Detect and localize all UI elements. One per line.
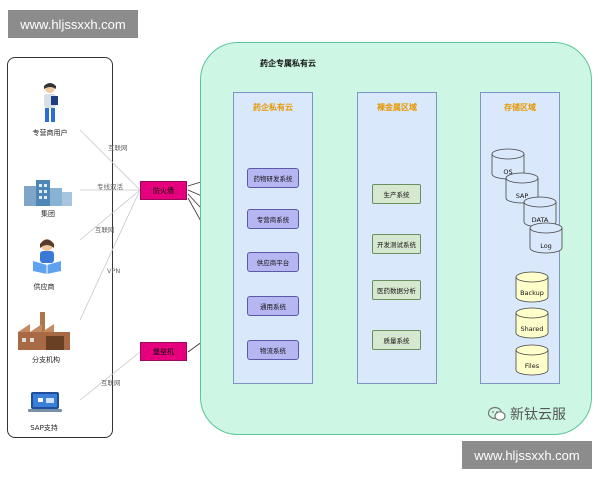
bastion-host-node: 堡垒机 xyxy=(140,342,187,361)
storage-os: OS xyxy=(503,168,513,176)
system-dealer: 专营商系统 xyxy=(247,209,299,229)
system-pharma-analytics: 医药数据分析 xyxy=(372,280,421,300)
brand-mark: 新钛云服 xyxy=(488,404,566,424)
zone-private-cloud xyxy=(233,92,313,384)
system-general: 通用系统 xyxy=(247,296,299,316)
link-label-internet-1: 互联网 xyxy=(108,144,128,152)
link-label-vpn: VPN xyxy=(107,267,121,275)
watermark-bottom: www.hljssxxh.com xyxy=(462,441,592,469)
storage-cylinders xyxy=(491,148,563,376)
cloud-title: 药企专属私有云 xyxy=(260,59,316,68)
user-label-supplier: 供应商 xyxy=(33,283,55,291)
storage-shared: Shared xyxy=(520,325,544,333)
group-building-icon xyxy=(24,180,72,206)
sap-laptop-icon xyxy=(28,392,62,412)
system-production: 生产系统 xyxy=(372,184,421,204)
supplier-reader-icon xyxy=(33,239,61,274)
system-devtest: 开发测试系统 xyxy=(372,234,421,254)
zone-baremetal-title: 裸金属区域 xyxy=(377,103,417,112)
user-label-sap: SAP支持 xyxy=(30,424,58,432)
link-label-dedicated: 专线双活 xyxy=(97,183,123,191)
storage-backup: Backup xyxy=(520,289,544,297)
storage-data: DATA xyxy=(531,216,549,224)
system-logistics: 物流系统 xyxy=(247,340,299,360)
storage-sap: SAP xyxy=(515,192,529,200)
link-label-internet-2: 互联网 xyxy=(95,226,115,234)
zone-storage-title: 存储区域 xyxy=(504,103,536,112)
system-rnd: 药物研发系统 xyxy=(247,168,299,188)
system-supplier-platform: 供应商平台 xyxy=(247,252,299,272)
storage-files: Files xyxy=(524,362,540,370)
firewall-node: 防火墙 xyxy=(140,181,187,200)
user-label-group: 集团 xyxy=(41,210,55,218)
watermark-top: www.hljssxxh.com xyxy=(8,10,138,38)
system-quality: 质量系统 xyxy=(372,330,421,350)
storage-log: Log xyxy=(540,242,552,250)
user-label-dealer: 专营商用户 xyxy=(32,129,68,137)
brand-text: 新钛云服 xyxy=(510,407,566,423)
users-panel xyxy=(7,57,113,438)
zone-private-title: 药企私有云 xyxy=(253,103,293,112)
link-label-internet-3: 互联网 xyxy=(101,379,121,387)
user-label-branch: 分支机构 xyxy=(32,356,60,364)
business-user-icon xyxy=(44,83,58,122)
wechat-icon xyxy=(488,406,506,421)
factory-icon xyxy=(18,312,70,350)
